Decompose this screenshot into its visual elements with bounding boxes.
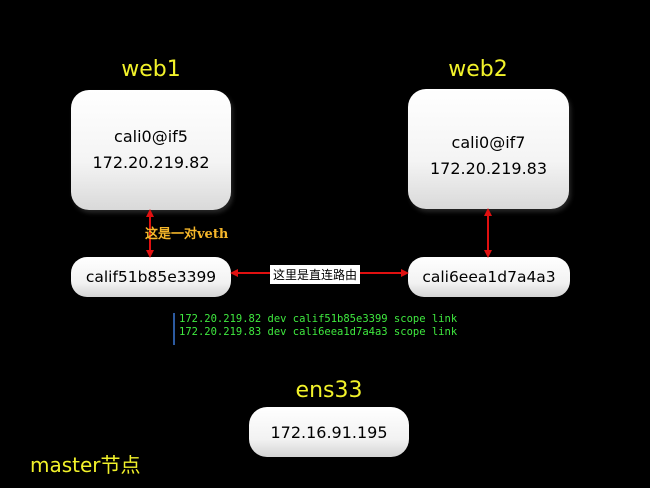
web1-title: web1	[121, 57, 181, 82]
route-line-1: 172.20.219.82 dev calif51b85e3399 scope …	[179, 313, 458, 325]
route-line-2: 172.20.219.83 dev cali6eea1d7a4a3 scope …	[179, 326, 458, 338]
ens33-box: 172.16.91.195	[249, 407, 409, 457]
host-label: master节点	[30, 453, 141, 477]
route-table-output: 172.20.219.82 dev calif51b85e3399 scope …	[173, 313, 493, 345]
web2-container-box: cali0@if7 172.20.219.83	[408, 89, 569, 209]
web2-ip: 172.20.219.83	[429, 159, 548, 178]
web1-container-box: cali0@if5 172.20.219.82	[71, 90, 231, 210]
ens33-title: ens33	[295, 378, 363, 403]
web1-iface: cali0@if5	[114, 127, 188, 146]
web2-title: web2	[448, 57, 508, 82]
host-iface-left: calif51b85e3399	[71, 257, 231, 297]
web2-iface: cali0@if7	[451, 133, 526, 152]
web1-ip: 172.20.219.82	[92, 153, 210, 172]
route-note: 这里是直连路由	[270, 265, 361, 284]
veth-note: 这是一对veth	[145, 227, 229, 242]
host-iface-right: cali6eea1d7a4a3	[408, 257, 570, 297]
